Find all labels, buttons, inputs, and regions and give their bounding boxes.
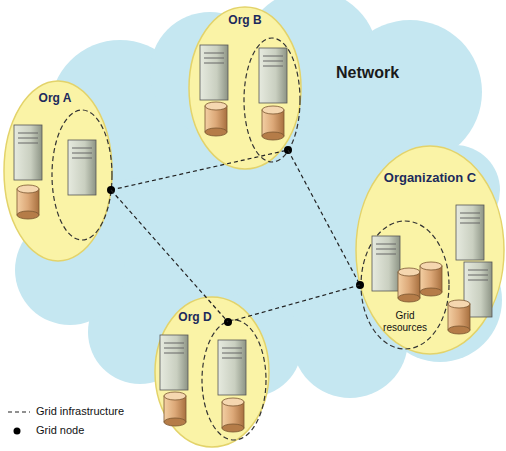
grid-boundary: [244, 38, 300, 162]
organization-name: Org A: [25, 92, 85, 106]
legend-dashed-line: [8, 411, 30, 412]
legend-grid-dot: [14, 428, 21, 435]
legend-text: Grid infrastructure: [36, 405, 124, 417]
network-label: Network: [336, 64, 399, 82]
grid-node-dot: [356, 281, 364, 289]
grid-infrastructure-link: [228, 285, 360, 322]
organization-name: Org B: [215, 14, 275, 28]
grid-boundary: [202, 320, 266, 440]
grid-boundary: [52, 110, 112, 240]
grid-infrastructure-link: [288, 150, 360, 285]
organization-name: Org D: [165, 311, 225, 325]
organization-name: Organization C: [374, 171, 486, 186]
grid-infrastructure-link: [111, 190, 228, 322]
resource-label: Grid resources: [373, 310, 437, 333]
legend-text: Grid node: [36, 424, 84, 436]
grid-infrastructure-link: [111, 150, 288, 190]
